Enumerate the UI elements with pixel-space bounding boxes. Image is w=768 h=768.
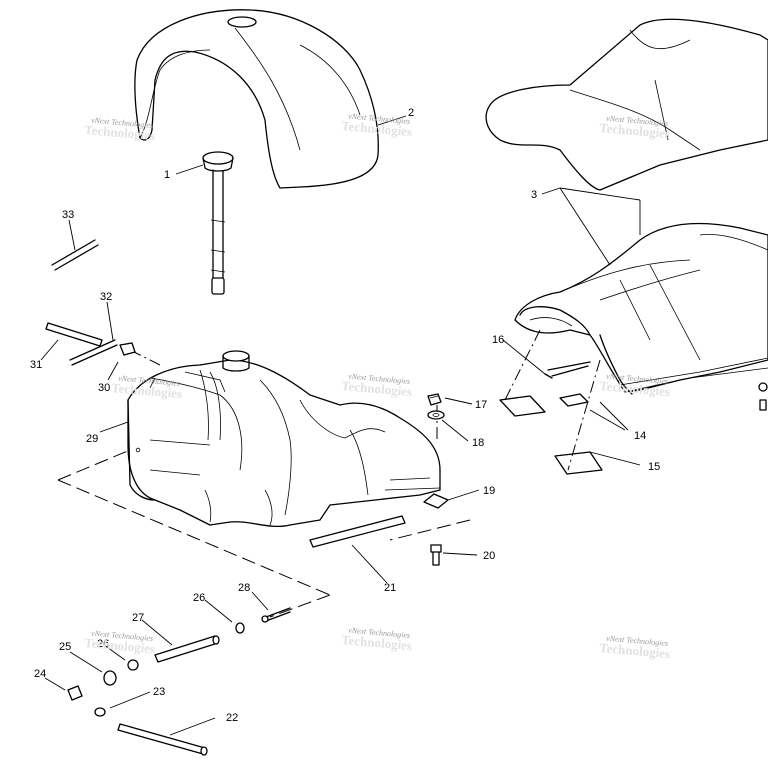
seat-lower — [514, 222, 768, 393]
callouts: 1 2 3 14 15 16 17 18 19 20 21 22 23 24 2… — [30, 107, 660, 724]
watermark: Technologies vNext Technologies — [111, 374, 183, 402]
watermark: Technologies vNext Technologies — [84, 116, 156, 144]
callout-26-left: 26 — [97, 638, 109, 650]
callout-16: 16 — [492, 334, 504, 346]
watermark: Technologies vNext Technologies — [84, 629, 156, 657]
callout-30: 30 — [98, 382, 110, 394]
watermark: Technologies vNext Technologies — [599, 114, 671, 142]
alignment-lines — [57, 200, 641, 618]
seat-upper — [485, 18, 768, 191]
watermark: Technologies vNext Technologies — [599, 372, 671, 400]
callout-21: 21 — [384, 582, 396, 594]
callout-2: 2 — [408, 107, 414, 119]
callout-3: 3 — [531, 189, 537, 201]
callout-15: 15 — [648, 461, 660, 473]
callout-28: 28 — [238, 582, 250, 594]
callout-25: 25 — [59, 641, 71, 653]
leader-lines — [40, 115, 641, 736]
callout-19: 19 — [483, 485, 495, 497]
callout-32: 32 — [100, 291, 112, 303]
svg-text:Technologies: Technologies — [84, 635, 156, 656]
callout-24: 24 — [34, 668, 46, 680]
watermark: Technologies vNext Technologies — [341, 372, 413, 400]
callout-22: 22 — [226, 712, 238, 724]
callout-29: 29 — [86, 433, 98, 445]
seat-pads — [499, 393, 603, 475]
svg-text:Technologies: Technologies — [111, 380, 183, 401]
svg-text:Technologies: Technologies — [341, 632, 413, 653]
svg-text:Technologies: Technologies — [599, 378, 671, 399]
watermark: Technologies vNext Technologies — [599, 634, 671, 662]
watermarks: Technologies vNext Technologies Technolo… — [84, 112, 671, 662]
callout-33: 33 — [62, 209, 74, 221]
svg-text:Technologies: Technologies — [599, 120, 671, 141]
callout-23: 23 — [153, 686, 165, 698]
callout-26-right: 26 — [193, 592, 205, 604]
hardware — [45, 239, 768, 756]
seat-strap — [599, 334, 633, 395]
watermark: Technologies vNext Technologies — [341, 112, 413, 140]
callout-20: 20 — [483, 550, 495, 562]
callout-27: 27 — [132, 612, 144, 624]
svg-text:Technologies: Technologies — [341, 118, 413, 139]
svg-text:Technologies: Technologies — [599, 640, 671, 661]
fuel-tank — [127, 350, 441, 528]
callout-31: 31 — [30, 359, 42, 371]
callout-18: 18 — [472, 437, 484, 449]
tank-cover — [134, 9, 379, 189]
svg-text:Technologies: Technologies — [84, 122, 156, 143]
callout-1: 1 — [164, 169, 170, 181]
callout-17: 17 — [475, 399, 487, 411]
fuel-gauge — [202, 151, 234, 295]
watermark: Technologies vNext Technologies — [341, 626, 413, 654]
callout-14: 14 — [634, 430, 646, 442]
svg-text:Technologies: Technologies — [341, 378, 413, 399]
clip-16 — [544, 361, 591, 379]
